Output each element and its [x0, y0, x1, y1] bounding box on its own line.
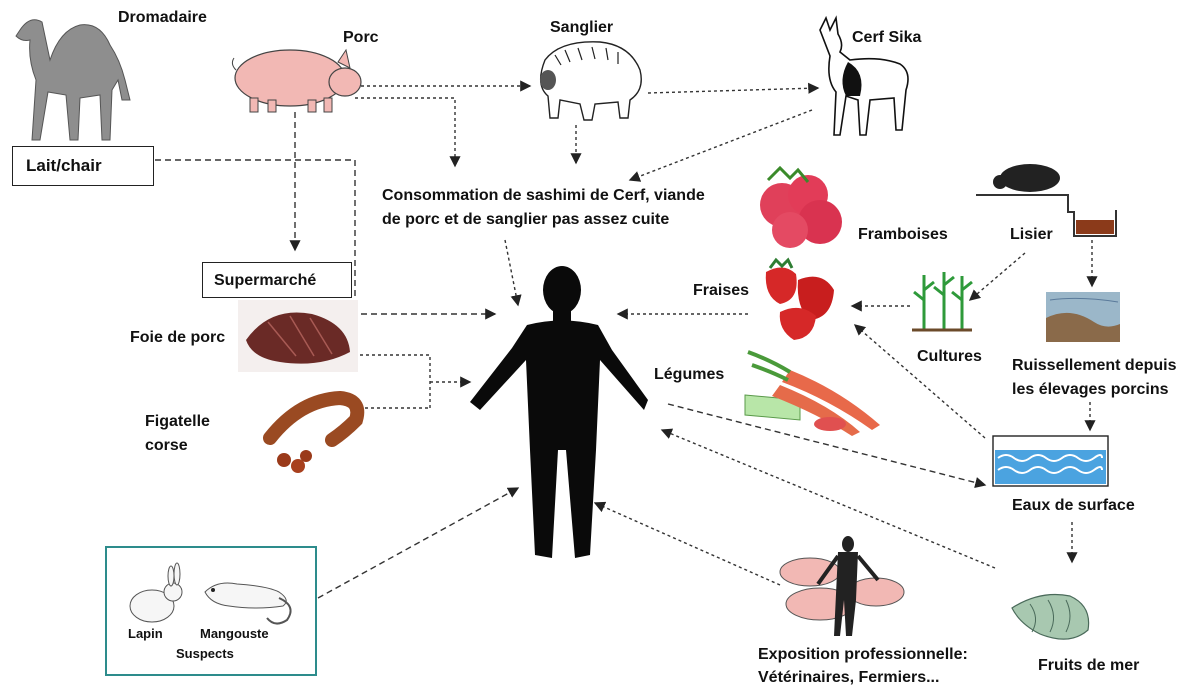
figatelle-sausage-icon [270, 398, 357, 473]
crops-icon [912, 272, 972, 330]
label-legumes: Légumes [654, 365, 724, 384]
label-ruissellement-2: les élevages porcins [1012, 380, 1169, 399]
label-porc: Porc [343, 28, 379, 47]
label-eaux-de-surface: Eaux de surface [1012, 496, 1135, 515]
label-exposition-1: Exposition professionnelle: [758, 645, 968, 664]
surface-water-icon [993, 436, 1108, 486]
label-supermarche: Supermarché [214, 271, 316, 290]
boar-icon [540, 42, 641, 120]
rabbit-icon [130, 563, 182, 622]
label-framboises: Framboises [858, 225, 948, 244]
pig-icon [232, 50, 361, 112]
label-figatelle-1: Figatelle [145, 412, 210, 431]
label-cultures: Cultures [917, 347, 982, 366]
arrow-foie-human [360, 355, 430, 408]
label-lait-chair: Lait/chair [26, 155, 102, 176]
label-fruits-de-mer: Fruits de mer [1038, 656, 1139, 675]
label-consommation-1: Consommation de sashimi de Cerf, viande [382, 186, 705, 205]
label-fraises: Fraises [693, 281, 749, 300]
arrow-sanglier-cerf [648, 88, 818, 93]
arrow-lisier-cultures [970, 253, 1025, 300]
label-suspects: Suspects [176, 646, 234, 661]
arrow-exposition-human [595, 503, 780, 585]
label-consommation-2: de porc et de sanglier pas assez cuite [382, 210, 669, 229]
strawberry-icon [766, 260, 834, 340]
label-foie-de-porc: Foie de porc [130, 328, 225, 347]
label-exposition-2: Vétérinaires, Fermiers... [758, 668, 939, 687]
runoff-landscape-icon [1046, 292, 1120, 342]
arrow-cerf-consommation [630, 110, 812, 180]
label-mangouste: Mangouste [200, 626, 269, 641]
label-lapin: Lapin [128, 626, 163, 641]
seashell-icon [1012, 595, 1089, 640]
pork-liver-icon [238, 300, 358, 372]
label-figatelle-2: corse [145, 436, 188, 455]
farmer-pigs-icon [780, 536, 904, 636]
arrow-porc-consommation [355, 98, 455, 166]
arrow-consommation-human [505, 240, 518, 305]
camel-icon [16, 20, 130, 140]
mongoose-icon [205, 583, 291, 624]
raspberry-icon [760, 168, 842, 248]
label-ruissellement-1: Ruissellement depuis [1012, 356, 1177, 375]
label-cerf-sika: Cerf Sika [852, 28, 921, 47]
label-sanglier: Sanglier [550, 18, 613, 37]
arrow-suspects-human [318, 488, 518, 598]
vegetables-icon [745, 352, 880, 436]
arrow-fruits-human [662, 430, 995, 568]
human-silhouette-icon [470, 266, 648, 558]
label-dromadaire: Dromadaire [118, 8, 207, 27]
label-lisier: Lisier [1010, 225, 1053, 244]
